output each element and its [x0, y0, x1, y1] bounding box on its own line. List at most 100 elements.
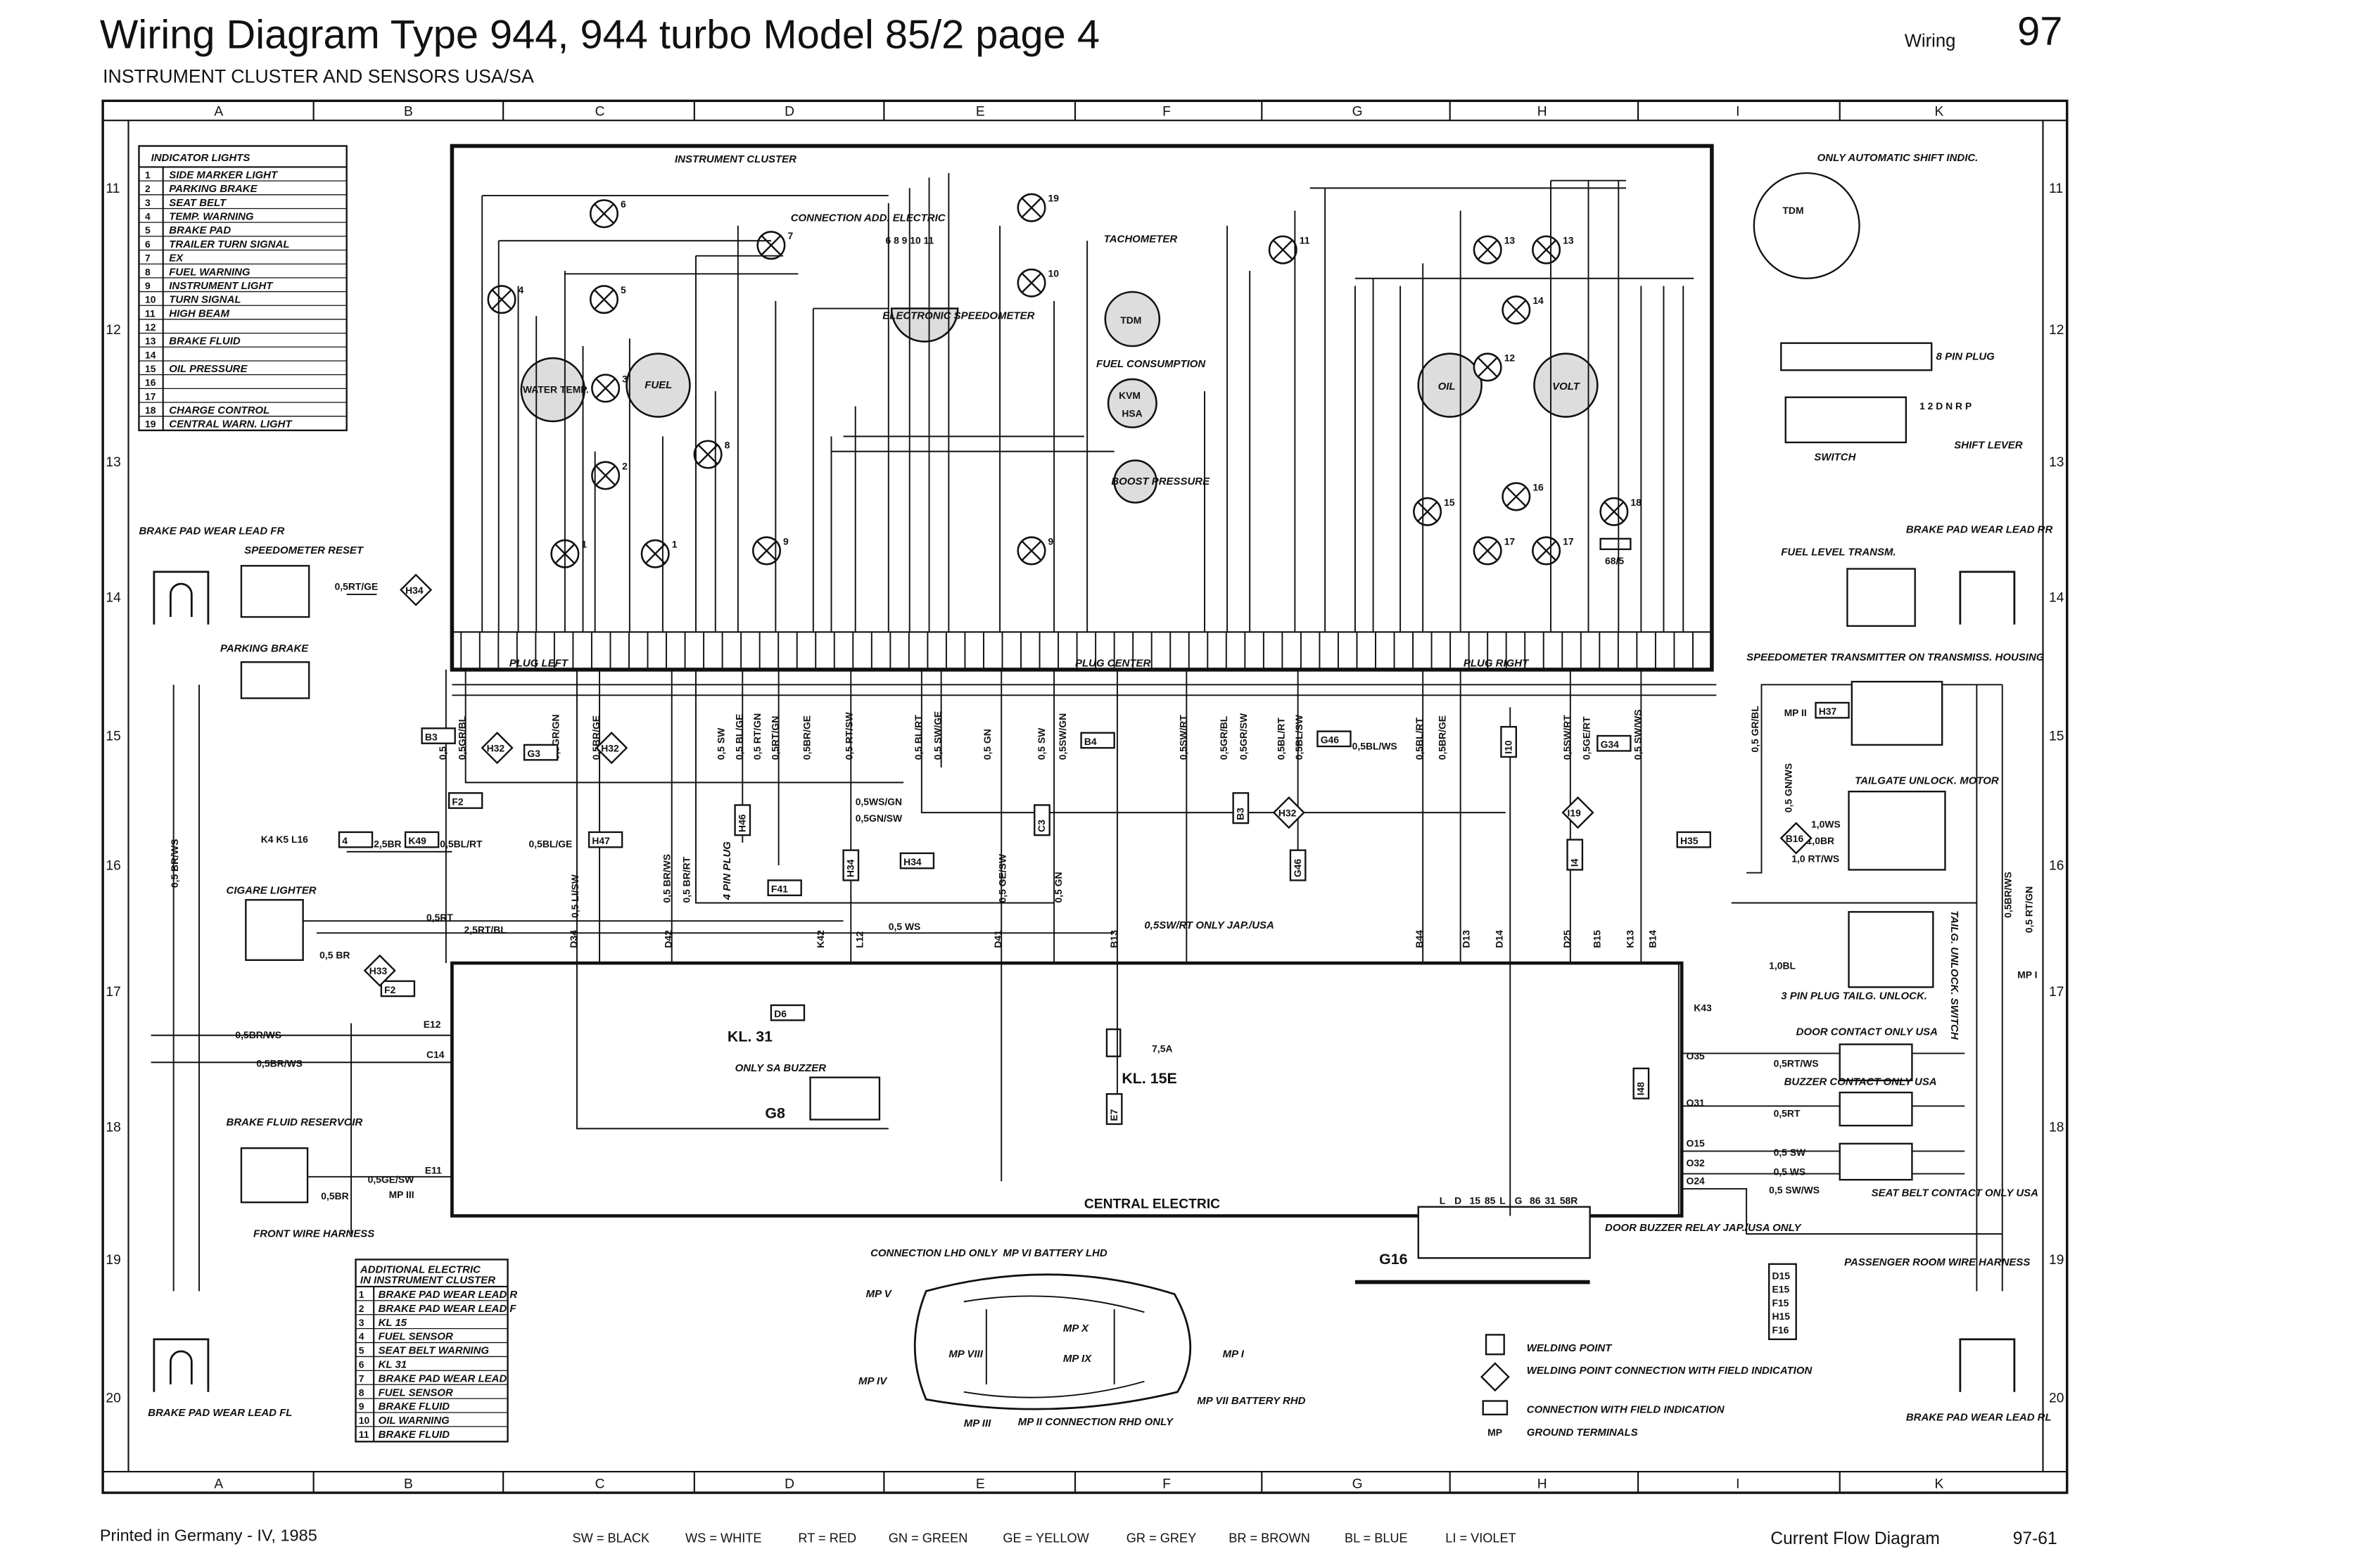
- connector-i4: I4: [1566, 839, 1584, 871]
- wire-label-horizontal: 0,5 WS: [889, 921, 921, 932]
- indicator-lamp-icon: 10: [1017, 268, 1059, 298]
- door-buzzer-label: DOOR BUZZER RELAY JAP./USA ONLY: [1605, 1222, 1803, 1234]
- connector-g46: G46: [1316, 730, 1352, 748]
- speedo-transmitter: [1851, 680, 1943, 746]
- lamp-number: 11: [1300, 235, 1310, 246]
- column-label-bottom: F: [1162, 1477, 1171, 1492]
- additional-number: 6: [359, 1358, 364, 1370]
- mp5-label: MP V: [866, 1288, 893, 1300]
- color-code: BL = BLUE: [1345, 1531, 1408, 1545]
- connector-label: MP I: [2017, 969, 2037, 980]
- indicator-label: SIDE MARKER LIGHT: [169, 169, 279, 181]
- fuel-label: FUEL: [645, 379, 672, 391]
- central-electric-label: CENTRAL ELECTRIC: [1084, 1197, 1220, 1212]
- three-pin-label: 3 PIN PLUG TAILG. UNLOCK.: [1781, 990, 1927, 1002]
- indicator-number: 1: [145, 169, 151, 180]
- tdm-label: TDM: [1120, 314, 1141, 326]
- lamp-number: 15: [1444, 497, 1455, 508]
- volt-label: VOLT: [1552, 381, 1581, 393]
- left-components: BRAKE PAD WEAR LEAD FR SPEEDOMETER RESET…: [139, 525, 374, 1419]
- connector-label: K43: [1694, 1002, 1712, 1014]
- connector-f2: F2: [380, 980, 416, 997]
- welding-connection-icon: [1480, 1362, 1510, 1392]
- wire-label: 0,5GR/SW: [1238, 713, 1249, 760]
- indicator-label: INSTRUMENT LIGHT: [169, 280, 274, 292]
- shift-tdm-label: TDM: [1782, 205, 1803, 216]
- indicator-number: 2: [145, 183, 151, 194]
- wire-label: 0,5GR/BL: [1218, 715, 1229, 760]
- eight-pin-label: 8 PIN PLUG: [1936, 350, 1995, 362]
- column-label-top: I: [1736, 105, 1739, 120]
- connector-h34: H34: [842, 849, 860, 881]
- column-label-top: K: [1934, 105, 1943, 120]
- central-electric-terminal: D41: [992, 930, 1003, 948]
- connector-c14: C14: [426, 1049, 445, 1060]
- wire-label: 0,5BR/GE: [590, 715, 602, 760]
- wire-label: 0,5BR/GE: [801, 715, 813, 760]
- plug-center-label: PLUG CENTER: [1075, 658, 1150, 670]
- connector-label: D6: [774, 1008, 787, 1019]
- row-label-left: 11: [106, 181, 120, 196]
- connector-k49: K49: [404, 831, 440, 848]
- brake-pad-rr-sensor: [1959, 571, 2016, 625]
- column-label-bottom: H: [1537, 1477, 1547, 1492]
- indicator-number: 19: [145, 419, 156, 430]
- fuel-level-label: FUEL LEVEL TRANSM.: [1781, 546, 1896, 558]
- wire-label: 0,5BR/GE: [1436, 715, 1447, 760]
- connector-label: F41: [771, 884, 788, 895]
- connector-i48: I48: [1632, 1067, 1650, 1099]
- indicator-label: TURN SIGNAL: [169, 294, 241, 306]
- connector-b3: B3: [1232, 792, 1250, 824]
- shift-gears: 1 2 D N R P: [1919, 400, 1972, 412]
- indicator-number: 11: [145, 307, 155, 319]
- harness-d-label: F16: [1772, 1324, 1789, 1335]
- column-label-bottom: G: [1352, 1477, 1363, 1492]
- central-electric-terminal: D13: [1460, 930, 1471, 948]
- indicator-lamp-icon: 14: [1502, 295, 1544, 325]
- central-electric-terminal: B14: [1647, 930, 1658, 948]
- connector-mp-i: MP I: [2017, 969, 2037, 980]
- row-label-right: 11: [2049, 181, 2063, 196]
- indicator-lamp-icon: 4: [487, 284, 524, 314]
- column-label-bottom: E: [976, 1477, 985, 1492]
- shift-switch: [1784, 396, 1908, 444]
- additional-label: OIL WARNING: [379, 1415, 450, 1427]
- connector-f2: F2: [447, 792, 483, 809]
- connector-e11: E11: [425, 1165, 442, 1176]
- mp-lhd-label: CONNECTION LHD ONLY: [870, 1247, 998, 1259]
- additional-number: 5: [359, 1345, 364, 1356]
- row-label-left: 19: [106, 1253, 120, 1268]
- indicator-number: 3: [145, 197, 151, 208]
- row-label-right: 12: [2049, 323, 2064, 338]
- wire-label: 0,5 RT/GN: [2024, 886, 2035, 933]
- shift-indicator: [1753, 172, 1860, 279]
- speedometer-reset-switch: [240, 565, 310, 618]
- wire-label-horizontal: 0,5 SW/WS: [1769, 1184, 1820, 1195]
- wire-label: 0,5 SW/GE: [932, 711, 944, 760]
- connector-label: H37: [1819, 706, 1837, 717]
- legend-ground: GROUND TERMINALS: [1527, 1427, 1638, 1439]
- column-label-top: B: [404, 105, 413, 120]
- indicator-lamp-icon: 17: [1473, 535, 1516, 566]
- wire-label-horizontal: 0,5RT: [426, 912, 453, 923]
- shift-indic-label: ONLY AUTOMATIC SHIFT INDIC.: [1817, 152, 1979, 164]
- electronic-speedometer: ELECTRONIC SPEEDOMETER: [882, 307, 1035, 343]
- connector-label: B16: [1786, 833, 1804, 844]
- shift-lever-label: SHIFT LEVER: [1954, 439, 2022, 451]
- lamp-number: 17: [1504, 535, 1516, 547]
- wire-label-horizontal: 0,5BR: [321, 1190, 348, 1202]
- tailgate-switch: [1848, 911, 1934, 988]
- mp9-label: MP IX: [1063, 1353, 1092, 1365]
- lamp-number: 5: [621, 284, 626, 295]
- central-electric-terminal: O32: [1687, 1157, 1706, 1168]
- connector-d6: D6: [770, 1004, 806, 1021]
- relay-pin: 58R: [1560, 1194, 1578, 1206]
- buzzer-contact: [1839, 1091, 1913, 1127]
- lamp-number: 13: [1504, 235, 1516, 246]
- row-label-right: 14: [2049, 591, 2064, 606]
- connector-label: E12: [424, 1019, 441, 1030]
